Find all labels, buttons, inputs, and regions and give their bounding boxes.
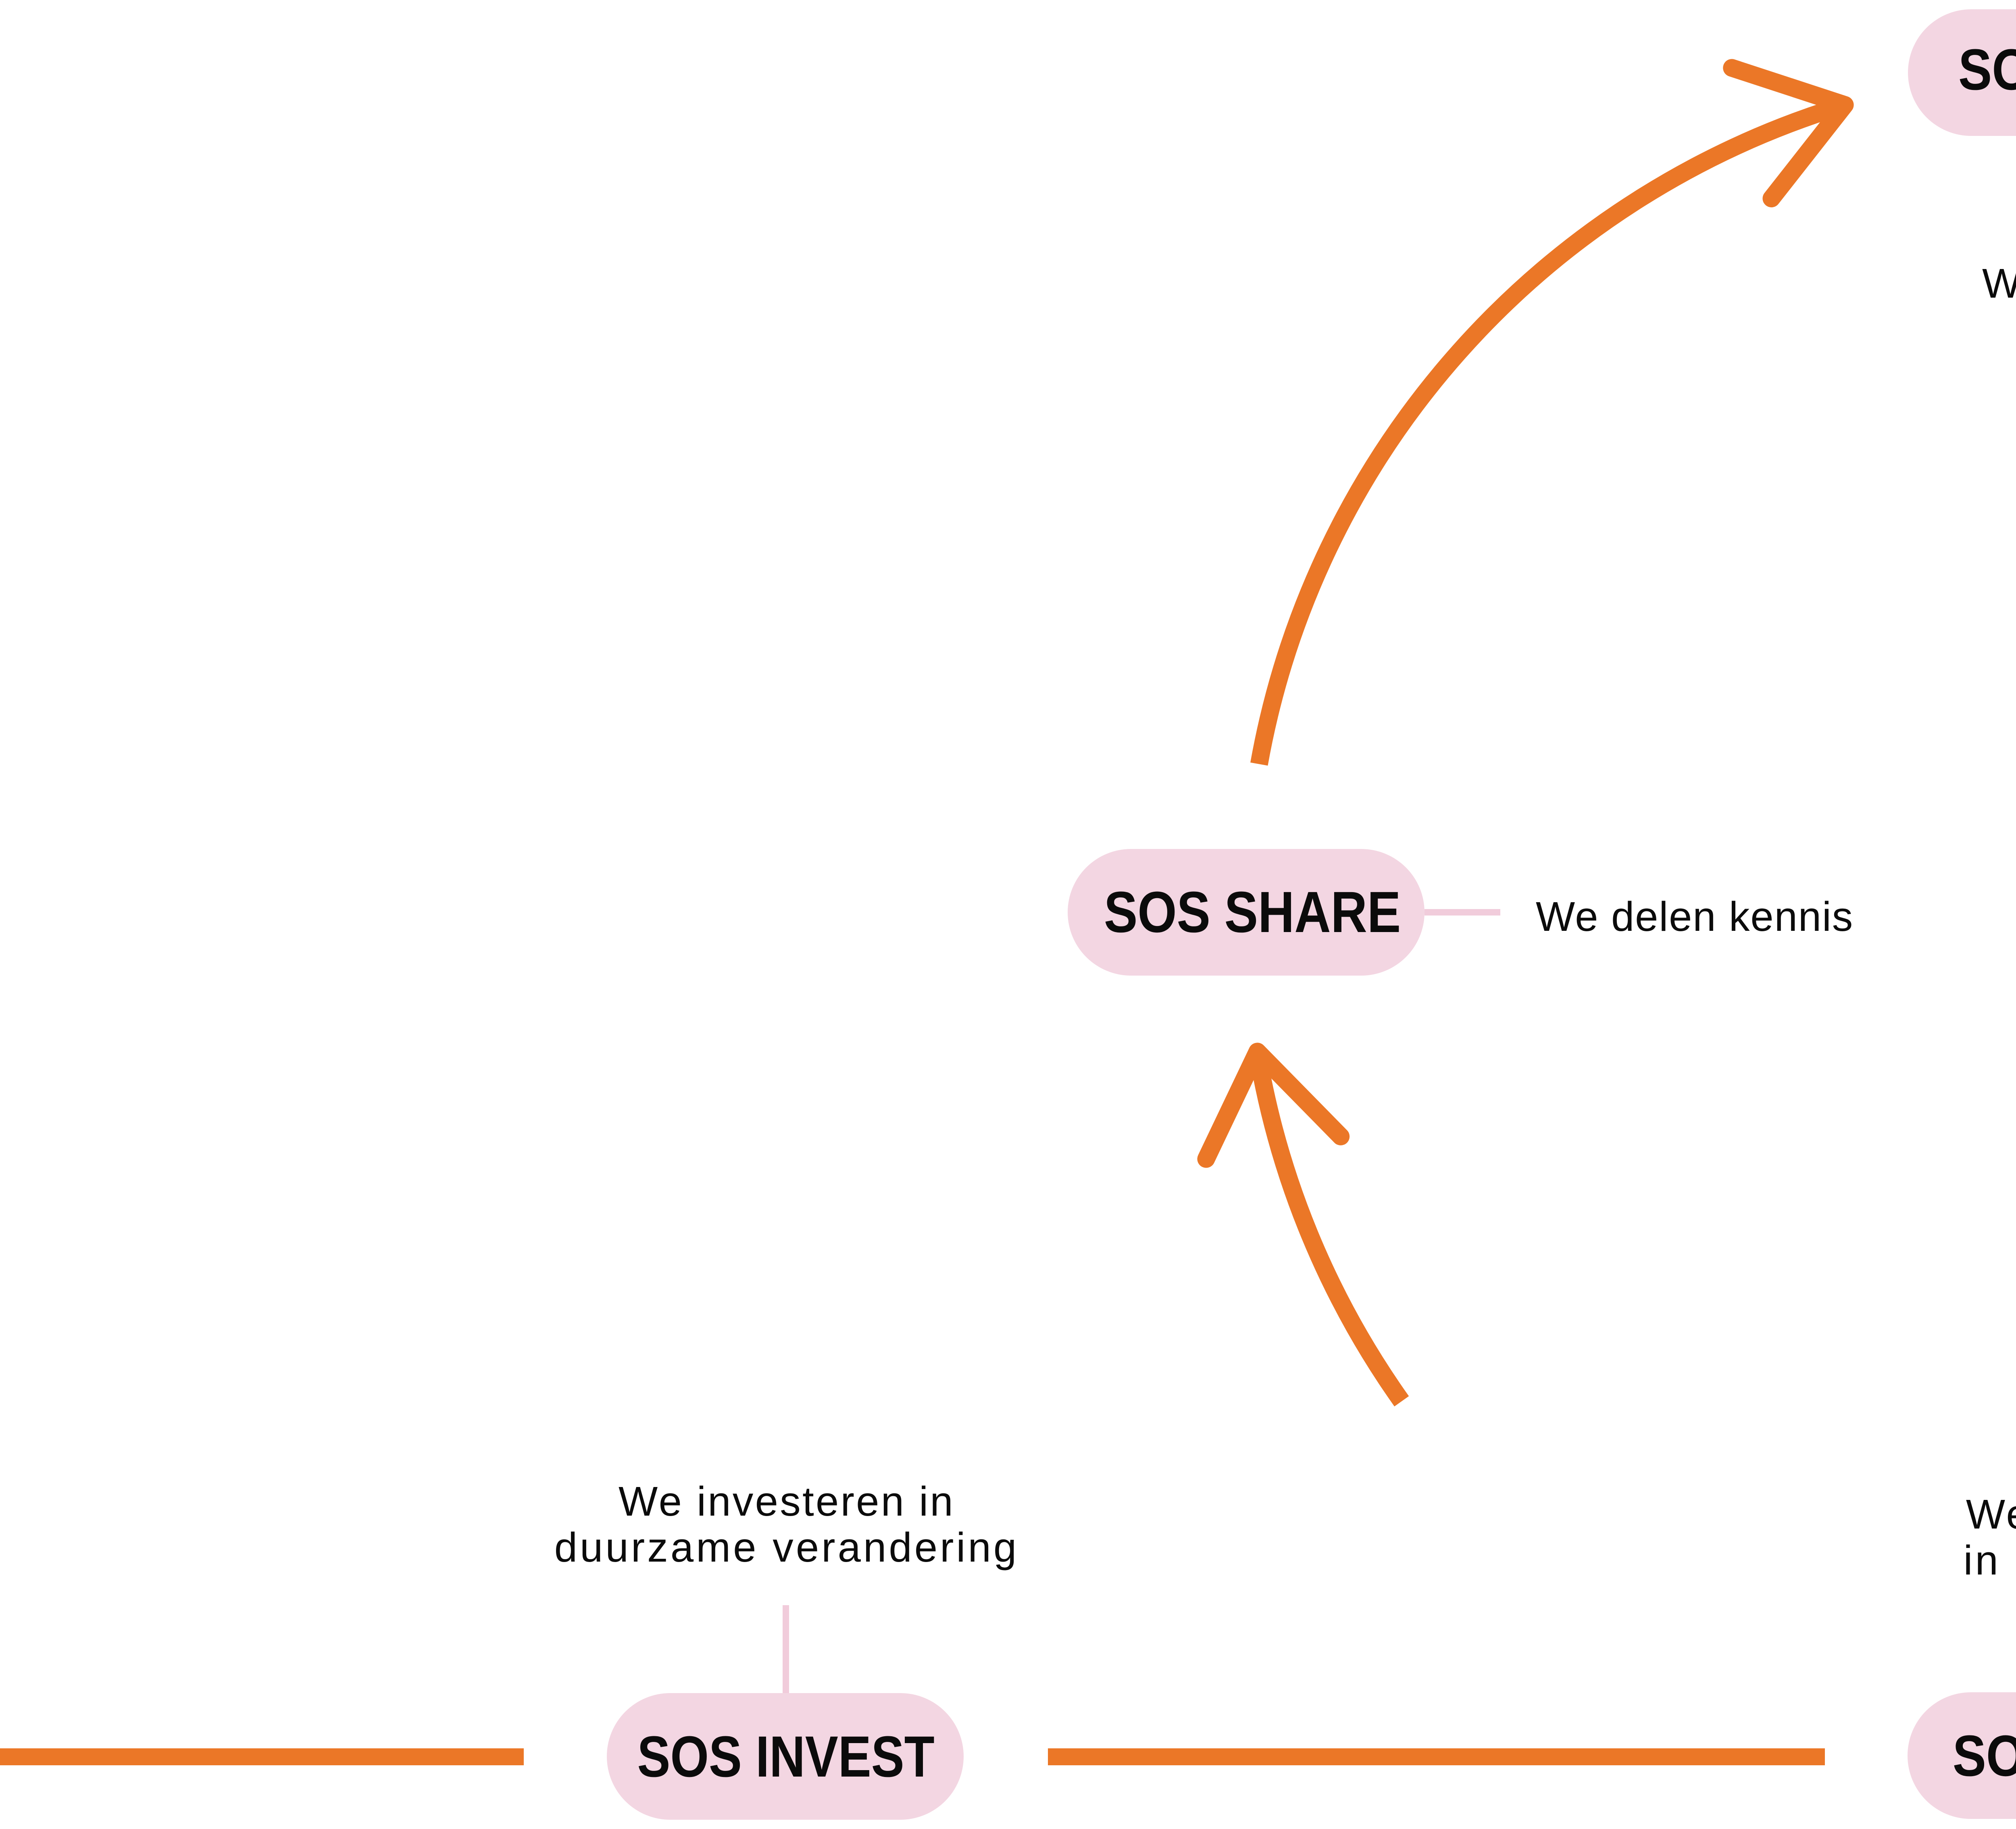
description-move: We brengen in beweging: [1964, 1491, 2016, 1583]
pill-invest: SOS INVEST: [607, 1693, 964, 1820]
arrow-share-to-care: [1250, 59, 1854, 766]
arrow-bottom-to-share: [1197, 1043, 1409, 1407]
pill-share: SOS SHARE: [1068, 849, 1425, 976]
connector-invest: [783, 1605, 789, 1693]
pill-care: SOS CARE: [1908, 9, 2016, 136]
description-invest-line2: duurzame verandering: [554, 1524, 1019, 1570]
pill-label-share: SOS SHARE: [1104, 880, 1401, 945]
arrow-share-to-care-head-icon: [1723, 59, 1854, 208]
pill-label-care: SOS CARE: [1958, 37, 2016, 102]
description-move-line1: We brengen: [1966, 1491, 2016, 1537]
description-share: We delen kennis: [1536, 894, 1854, 940]
arrow-share-to-care-curve: [1250, 96, 1847, 766]
description-share-line1: We delen kennis: [1536, 893, 1854, 940]
arrow-bottom-to-share-curve: [1248, 1050, 1409, 1407]
arrow-bottom-to-share-head-icon: [1197, 1043, 1350, 1168]
connector-share: [1425, 909, 1500, 916]
description-invest-line1: We investeren in: [618, 1478, 955, 1525]
bottom-line-right-segment: [1048, 1748, 1825, 1765]
description-move-line2: in beweging: [1963, 1537, 2016, 1583]
pill-move: SOS MOVE: [1908, 1692, 2016, 1819]
pill-label-invest: SOS INVEST: [637, 1724, 935, 1789]
pill-label-move: SOS MOVE: [1953, 1723, 2016, 1788]
description-invest: We investeren in duurzame verandering: [554, 1479, 1019, 1570]
bottom-line-left-segment: [0, 1748, 524, 1765]
description-care: We zorgen: [1982, 261, 2016, 307]
description-care-line1: We zorgen: [1982, 260, 2016, 307]
